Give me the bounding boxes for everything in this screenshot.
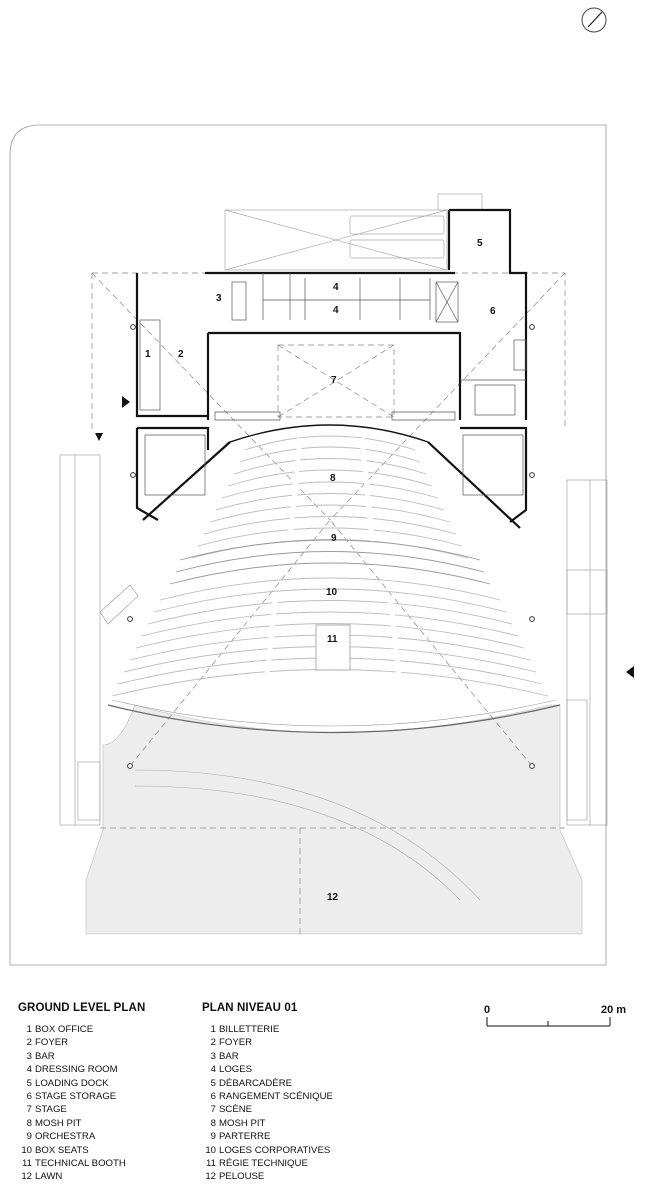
floor-plan: 1 2 3 4 4 5 6 7 8 9 10 11 12 [9, 7, 634, 966]
interior-partitions [139, 273, 527, 496]
site-boundary [9, 124, 607, 966]
scale-bar-graphic [486, 1017, 611, 1027]
legend-french-title: PLAN NIVEAU 01 [202, 1002, 298, 1014]
technical-booth [315, 624, 351, 671]
orchestra-aisles [285, 437, 377, 561]
room-label-4a: 4 [333, 282, 339, 293]
entrance-arrow-icon [95, 433, 103, 441]
outer-aisles [259, 594, 407, 721]
structural-axes [91, 272, 566, 934]
room-label-8: 8 [330, 473, 336, 484]
room-label-11: 11 [327, 634, 338, 645]
entrance-arrow-icon [122, 396, 130, 408]
scale-end-label: 20 m [601, 1004, 627, 1016]
room-label-4b: 4 [333, 305, 339, 316]
room-labels: 1 2 3 4 4 5 6 7 8 9 10 11 12 [145, 238, 496, 903]
walkways [59, 454, 608, 826]
room-label-1: 1 [145, 349, 151, 360]
room-label-7: 7 [331, 375, 337, 386]
stage-edge [229, 424, 429, 443]
building-walls [135, 208, 528, 529]
service-road [134, 769, 481, 901]
room-label-10: 10 [326, 587, 338, 598]
room-label-6: 6 [490, 306, 496, 317]
legend-english-title: GROUND LEVEL PLAN [18, 1002, 146, 1014]
north-arrow-icon [581, 7, 607, 33]
scale-start-label: 0 [484, 1004, 491, 1016]
room-label-12: 12 [327, 892, 339, 903]
room-label-3: 3 [216, 293, 222, 304]
amphitheatre-rim [107, 704, 561, 734]
truck-bays [224, 193, 483, 271]
box-seats [169, 539, 491, 585]
entrance-arrow-icon [626, 666, 634, 678]
room-label-5: 5 [477, 238, 483, 249]
room-label-2: 2 [178, 349, 184, 360]
room-label-9: 9 [331, 533, 337, 544]
columns [127, 324, 535, 769]
